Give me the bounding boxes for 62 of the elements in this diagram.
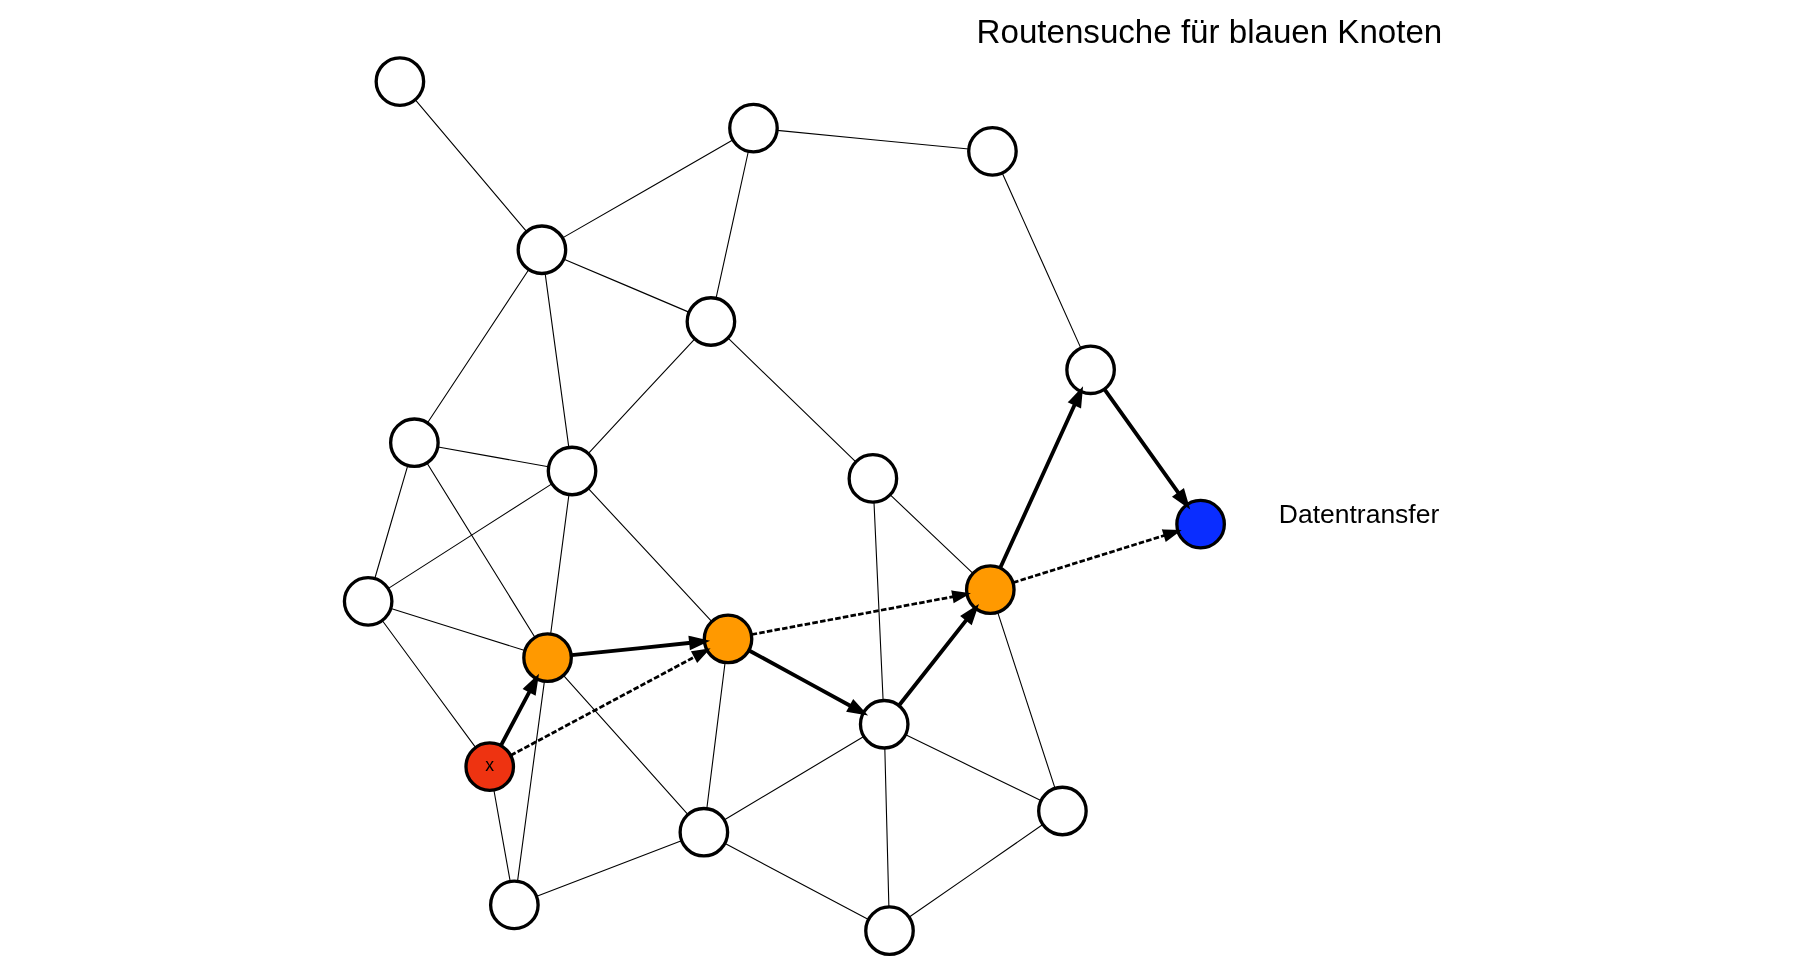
arrow	[998, 386, 1084, 569]
arrow	[748, 648, 869, 716]
connector	[414, 99, 527, 232]
connector	[905, 734, 1042, 802]
connector	[706, 662, 726, 810]
node-circle	[342, 575, 394, 627]
node-circle	[864, 905, 915, 957]
node-circle	[702, 613, 754, 665]
node-circle	[1175, 498, 1226, 550]
arrow	[510, 648, 711, 757]
node-circle	[374, 56, 426, 107]
connector	[562, 674, 689, 816]
node-circle	[389, 417, 440, 469]
connector	[426, 462, 536, 638]
node-circle	[1065, 344, 1116, 396]
node-circle	[728, 102, 779, 154]
connector	[908, 824, 1044, 918]
connector	[563, 258, 690, 313]
diagram-title: Routensuche für blauen Knoten	[976, 13, 1443, 51]
connector	[724, 842, 869, 921]
node-circle	[967, 125, 1018, 177]
connector	[517, 680, 545, 882]
arrow	[499, 673, 539, 747]
arrow	[897, 604, 979, 707]
connector	[889, 494, 974, 574]
connector	[381, 619, 477, 748]
node-circle: x	[464, 741, 516, 793]
node-circle	[858, 698, 910, 750]
node-circle	[1037, 785, 1088, 837]
connector	[727, 337, 857, 463]
connector	[715, 150, 749, 299]
connector	[437, 446, 549, 468]
node-circle	[685, 296, 737, 347]
connector	[562, 139, 734, 239]
connector	[1001, 172, 1082, 349]
label: Datentransfer	[1278, 498, 1440, 529]
connector	[550, 494, 570, 635]
connector	[884, 747, 890, 908]
connector	[390, 607, 526, 652]
connector	[587, 338, 695, 455]
arrow	[1102, 388, 1191, 510]
node-circle	[488, 879, 540, 931]
node-circle	[678, 806, 730, 858]
node-circle	[847, 453, 899, 504]
connector	[997, 611, 1056, 789]
connector	[776, 129, 970, 150]
node-circle	[522, 632, 573, 684]
connector	[724, 735, 865, 821]
connector	[587, 487, 713, 622]
arrow	[571, 635, 711, 658]
connector	[374, 465, 409, 579]
connector	[387, 483, 553, 589]
connector	[873, 501, 884, 701]
node-circle	[964, 564, 1016, 616]
connector	[493, 789, 511, 882]
arrow	[751, 590, 971, 636]
arrow	[1012, 529, 1182, 584]
connector	[536, 840, 682, 897]
connector	[427, 269, 530, 424]
node-circle	[516, 224, 568, 276]
node-circle	[546, 445, 598, 497]
connector	[544, 273, 570, 448]
